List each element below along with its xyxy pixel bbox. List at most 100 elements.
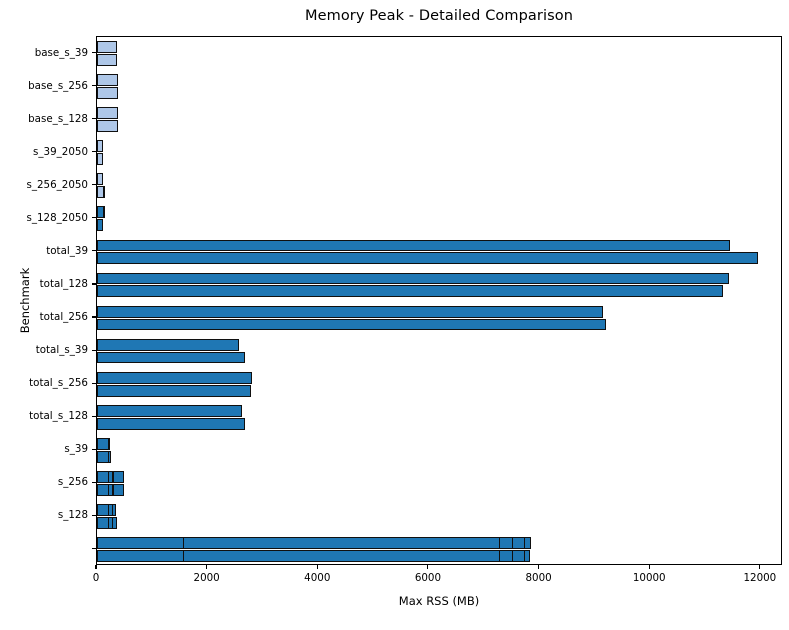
y-axis-tick-mark <box>92 514 96 516</box>
bar-segment-divider <box>103 186 105 199</box>
x-axis-tick-mark <box>538 565 540 569</box>
y-axis-tick-mark <box>92 349 96 351</box>
bar <box>97 140 104 153</box>
x-axis-tick-label: 10000 <box>632 572 666 584</box>
bar <box>97 483 124 496</box>
bar-segment-divider <box>182 549 184 562</box>
bar <box>97 173 104 186</box>
y-axis-tick-mark <box>92 547 96 549</box>
y-axis-tick-label: total_s_128 <box>29 410 88 423</box>
y-axis-tick-label: total_s_256 <box>29 377 88 390</box>
bar-segment-divider <box>498 537 500 549</box>
bar <box>97 450 112 463</box>
bar <box>97 206 106 219</box>
bar <box>97 252 759 265</box>
x-axis-tick-label: 2000 <box>193 572 220 584</box>
x-axis-tick-mark <box>759 565 761 569</box>
bar <box>97 338 240 351</box>
x-axis-tick-mark <box>316 565 318 569</box>
bar <box>97 87 119 99</box>
y-axis-tick-label: s_39 <box>64 443 88 456</box>
y-axis-tick-label: s_39_2050 <box>33 145 88 158</box>
bar-segment-divider <box>524 537 526 549</box>
y-axis-tick-label: total_128 <box>39 277 88 290</box>
x-axis-tick-mark <box>206 565 208 569</box>
bar <box>97 54 118 66</box>
bar <box>97 41 118 54</box>
y-axis-tick-mark <box>92 316 96 318</box>
bar <box>97 74 119 87</box>
y-axis-tick-label: total_256 <box>39 311 88 324</box>
x-axis-tick-label: 0 <box>92 572 100 584</box>
bar <box>97 239 730 252</box>
bar-segment-divider <box>103 206 105 219</box>
y-axis-tick-label: s_256 <box>57 476 88 489</box>
plot-area <box>96 36 782 565</box>
bar-segment-divider <box>112 483 114 496</box>
bar <box>97 549 530 562</box>
x-axis-tick-mark <box>648 565 650 569</box>
y-axis-tick-mark <box>92 184 96 186</box>
y-axis-tick-label: total_39 <box>46 244 88 257</box>
y-axis-tick-label: total_s_39 <box>35 344 88 357</box>
bar <box>97 120 119 133</box>
bar <box>97 437 111 450</box>
bar-segment-divider <box>498 549 500 562</box>
bar <box>97 305 604 318</box>
chart-title: Memory Peak - Detailed Comparison <box>304 8 574 24</box>
y-axis-tick-mark <box>92 481 96 483</box>
bar <box>97 219 104 232</box>
y-axis-tick-label: base_s_256 <box>28 79 88 92</box>
x-axis-tick-label: 8000 <box>525 572 552 584</box>
y-axis-tick-mark <box>92 151 96 153</box>
x-axis-tick-label: 12000 <box>743 572 777 584</box>
bar <box>97 272 729 285</box>
bar <box>97 153 104 166</box>
y-axis-tick-mark <box>92 217 96 219</box>
y-axis-tick-mark <box>92 415 96 417</box>
bar-segment-divider <box>108 483 110 496</box>
y-axis-tick-label: s_256_2050 <box>26 178 88 191</box>
bar <box>97 404 242 417</box>
bar-segment-divider <box>511 549 513 562</box>
bar <box>97 186 106 199</box>
bar <box>97 504 117 516</box>
y-axis-tick-mark <box>92 382 96 384</box>
bar <box>97 351 246 364</box>
bar-segment-divider <box>108 504 110 516</box>
x-axis-label: Max RSS (MB) <box>398 594 480 608</box>
bar-segment-divider <box>108 516 110 529</box>
bar-segment-divider <box>111 504 114 516</box>
x-axis-tick-label: 4000 <box>304 572 331 584</box>
bar <box>97 318 606 331</box>
y-axis-tick-mark <box>92 118 96 120</box>
bar <box>97 384 251 397</box>
bar-segment-divider <box>524 549 526 562</box>
bar-segment-divider <box>108 437 110 450</box>
bar-segment-divider <box>108 470 110 483</box>
bar <box>97 371 252 384</box>
y-axis-tick-mark <box>92 283 96 285</box>
x-axis-tick-mark <box>95 565 97 569</box>
bar-segment-divider <box>108 450 110 463</box>
bar <box>97 285 723 298</box>
bar-segment-divider <box>511 537 513 549</box>
y-axis-tick-mark <box>92 250 96 252</box>
bar <box>97 107 119 120</box>
bar <box>97 417 245 430</box>
y-axis-tick-mark <box>92 51 96 54</box>
y-axis-tick-label: s_128 <box>57 509 88 522</box>
x-axis-tick-mark <box>427 565 429 569</box>
y-axis-tick-mark <box>92 448 96 450</box>
bar-segment-divider <box>111 516 114 529</box>
y-axis-tick-label: base_s_128 <box>28 112 88 125</box>
bar <box>97 470 124 483</box>
bar-segment-divider <box>112 470 114 483</box>
y-axis-tick-label: base_s_39 <box>34 46 88 59</box>
y-axis-tick-mark <box>92 85 96 87</box>
bar <box>97 537 531 549</box>
x-axis-tick-label: 6000 <box>414 572 442 584</box>
bar-segment-divider <box>182 537 184 549</box>
y-axis-tick-label: s_128_2050 <box>26 211 88 224</box>
